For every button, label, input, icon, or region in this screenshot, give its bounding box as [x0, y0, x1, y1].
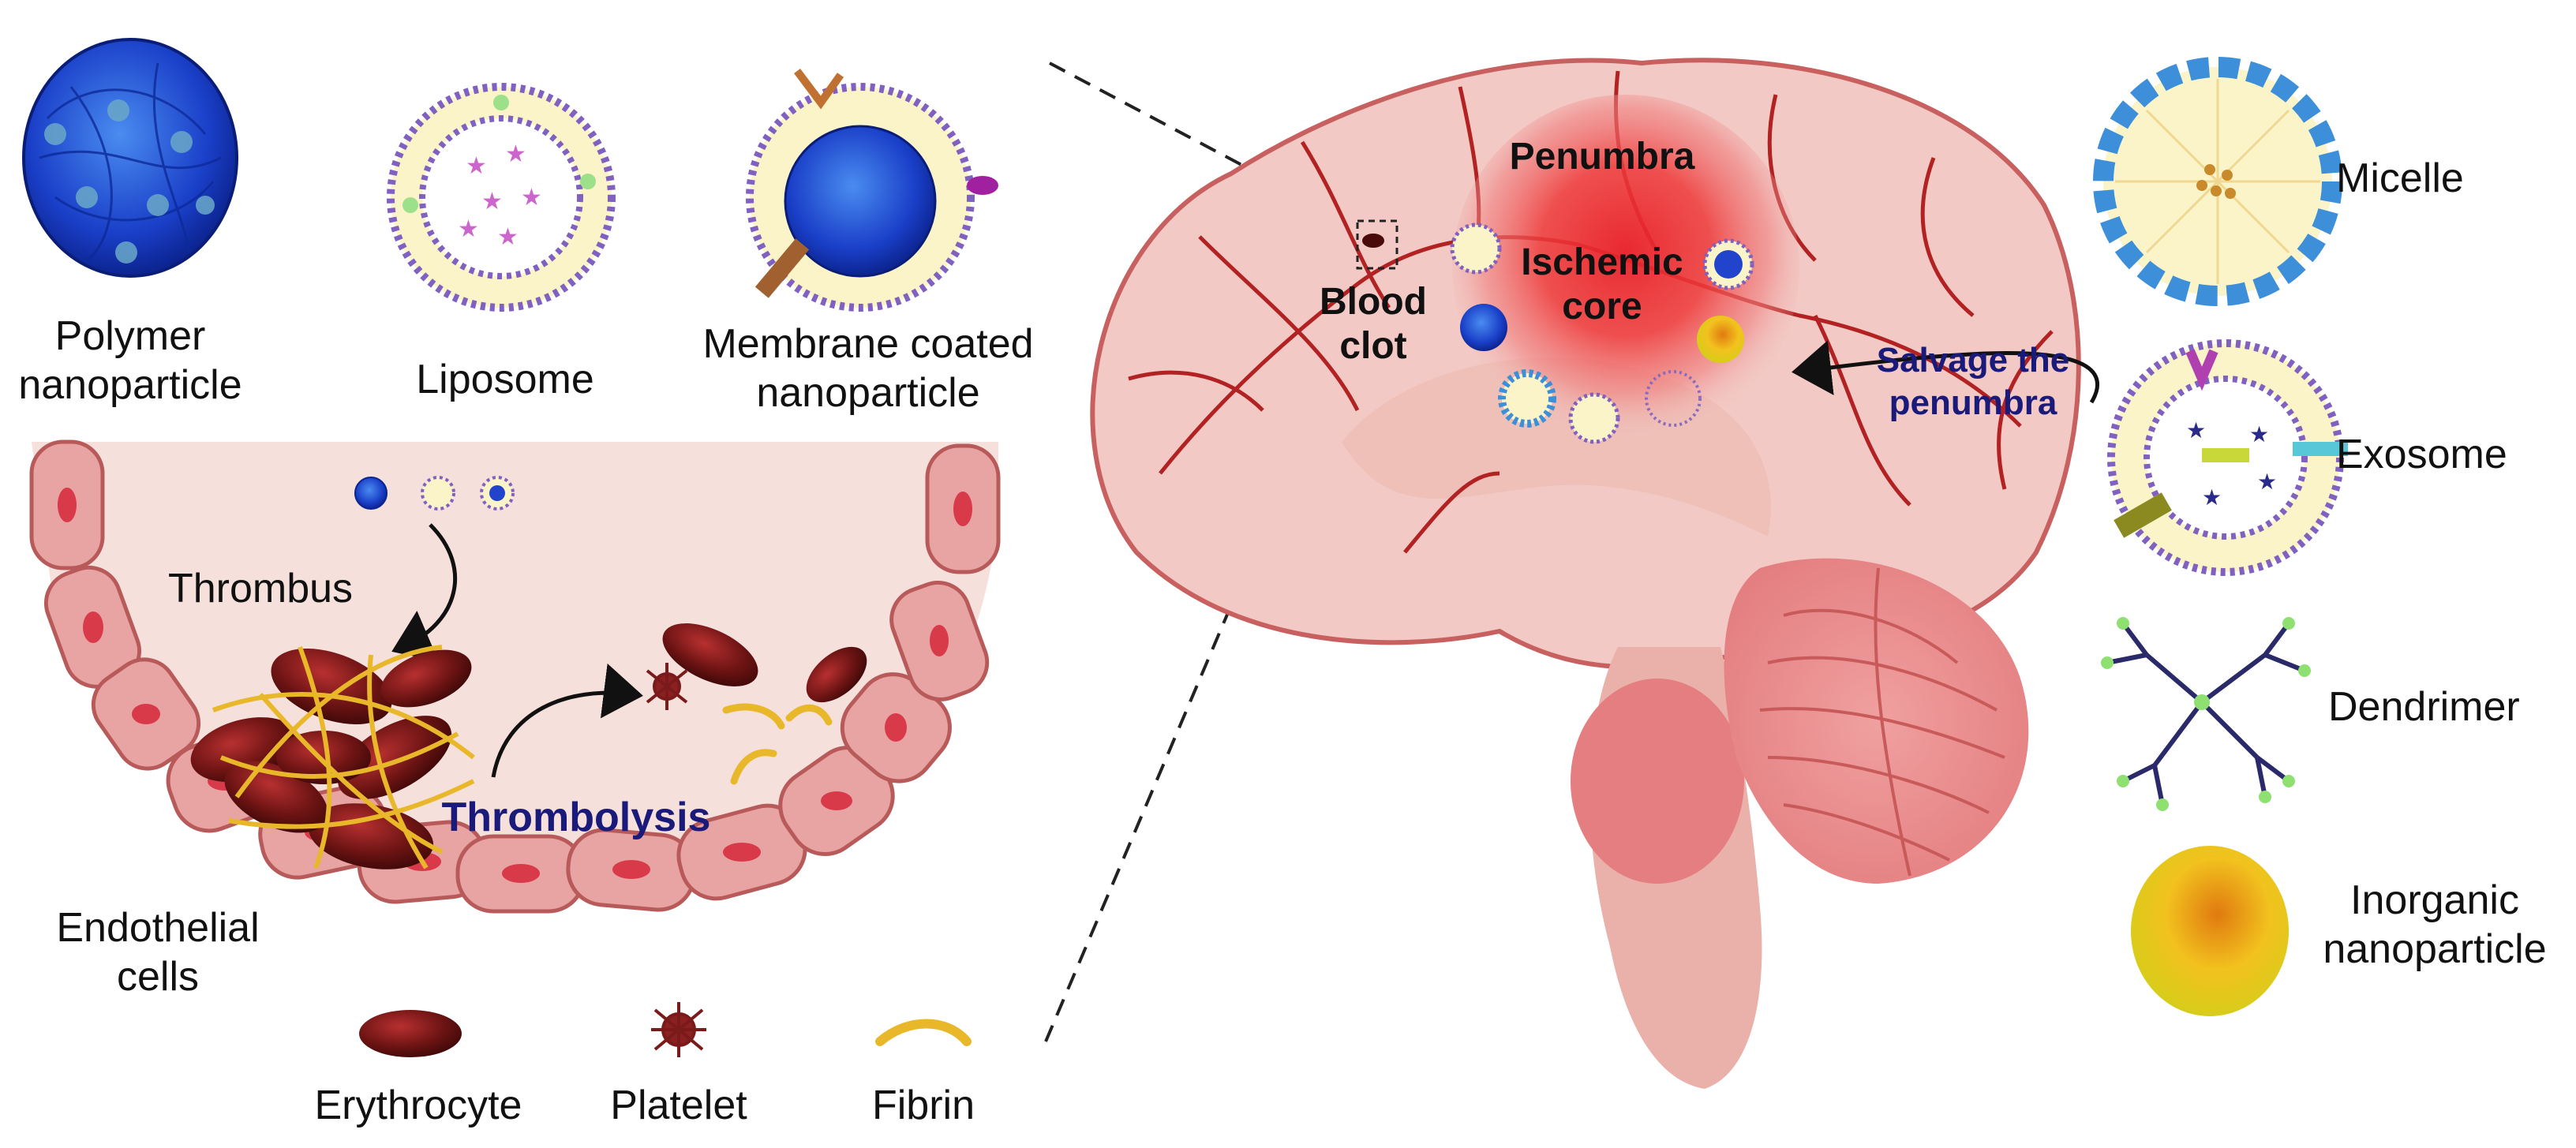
svg-text:★: ★	[497, 223, 519, 251]
label-micelle: Micelle	[2336, 155, 2464, 201]
arrow-to-thrombus	[391, 523, 458, 662]
label-penumbra: Penumbra	[1509, 136, 1695, 178]
svg-text:★: ★	[521, 184, 542, 211]
label-erythrocyte: Erythrocyte	[314, 1083, 522, 1128]
label-liposome: Liposome	[416, 357, 594, 402]
svg-text:★: ★	[2186, 417, 2206, 443]
dendrimer-graphic	[2101, 617, 2311, 811]
inorganic-nanoparticle-graphic	[2131, 846, 2289, 1016]
blood-clot-box	[1356, 219, 1398, 270]
platelet-swatch	[651, 1002, 706, 1057]
label-dendrimer: Dendrimer	[2328, 684, 2520, 730]
svg-text:★: ★	[2249, 421, 2269, 447]
arrow-thrombolysis	[491, 663, 643, 778]
label-inorganic-nanoparticle: Inorganic nanoparticle	[2323, 877, 2547, 972]
svg-text:★: ★	[466, 152, 487, 180]
cerebellum-folia	[1759, 567, 2005, 877]
membrane-coated-nanoparticle-graphic	[746, 69, 998, 312]
fibrin-swatch	[875, 1019, 972, 1046]
micelle-graphic	[2093, 57, 2342, 306]
salvage-arrow	[1792, 340, 2100, 404]
thrombus	[190, 645, 475, 869]
label-blood-clot: Blood clot	[1320, 281, 1427, 367]
svg-text:★: ★	[2202, 484, 2222, 510]
exosome-graphic: ★ ★ ★ ★	[2107, 339, 2348, 576]
svg-text:★: ★	[505, 140, 526, 168]
brain	[1090, 58, 2100, 1089]
blood-clot-mark	[1362, 234, 1384, 248]
label-salvage-penumbra: Salvage the penumbra	[1876, 341, 2070, 422]
pons	[1571, 679, 1744, 884]
label-exosome: Exosome	[2336, 432, 2507, 477]
label-fibrin: Fibrin	[871, 1083, 975, 1128]
polymer-nanoparticle-graphic	[22, 38, 238, 278]
label-thrombus: Thrombus	[167, 566, 354, 611]
brain-nanoparticles	[1450, 222, 1754, 444]
label-thrombolysis: Thrombolysis	[441, 795, 711, 840]
dissolved-products	[646, 623, 867, 785]
zoom-line-top	[1049, 62, 1378, 238]
label-platelet: Platelet	[610, 1083, 747, 1128]
label-polymer-nanoparticle: Polymer nanoparticle	[18, 313, 242, 408]
label-membrane-coated-nanoparticle: Membrane coated nanoparticle	[702, 321, 1034, 416]
svg-text:★: ★	[458, 215, 479, 243]
legend-graphics	[359, 1002, 972, 1057]
cerebellum	[1724, 558, 2029, 884]
liposome-graphic: ★★★ ★★★	[387, 83, 616, 312]
vessel-nanoparticles	[354, 476, 515, 510]
svg-text:★: ★	[2257, 469, 2277, 495]
svg-text:★: ★	[481, 188, 503, 215]
label-ischemic-core: Ischemic core	[1521, 241, 1683, 327]
erythrocyte-swatch	[359, 1010, 462, 1057]
label-endothelial-cells: Endothelial cells	[56, 905, 260, 1000]
